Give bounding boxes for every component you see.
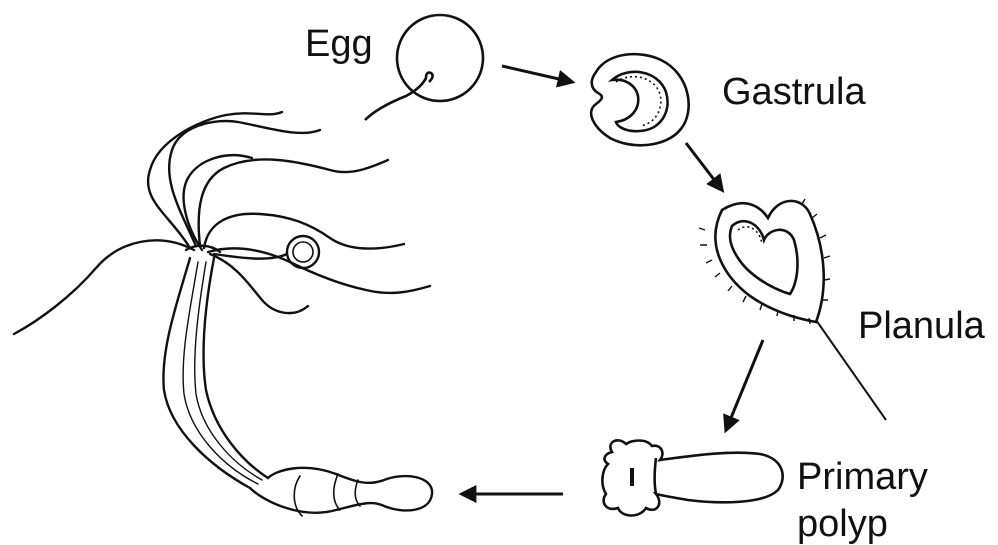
gastrula-label: Gastrula xyxy=(722,73,866,111)
primary-polyp-illustration xyxy=(602,440,782,515)
primary-polyp-label-line2: polyp xyxy=(797,505,888,543)
planula-label: Planula xyxy=(858,307,985,345)
arrow-gastrula-to-planula xyxy=(686,143,722,190)
gastrula-illustration xyxy=(591,54,689,145)
egg-illustration xyxy=(365,15,483,120)
egg-label: Egg xyxy=(305,25,373,63)
arrow-planula-to-polyp xyxy=(726,340,763,430)
adult-hydra-illustration xyxy=(14,112,432,516)
primary-polyp-label-line1: Primary xyxy=(797,458,928,496)
arrow-egg-to-gastrula xyxy=(502,66,572,82)
